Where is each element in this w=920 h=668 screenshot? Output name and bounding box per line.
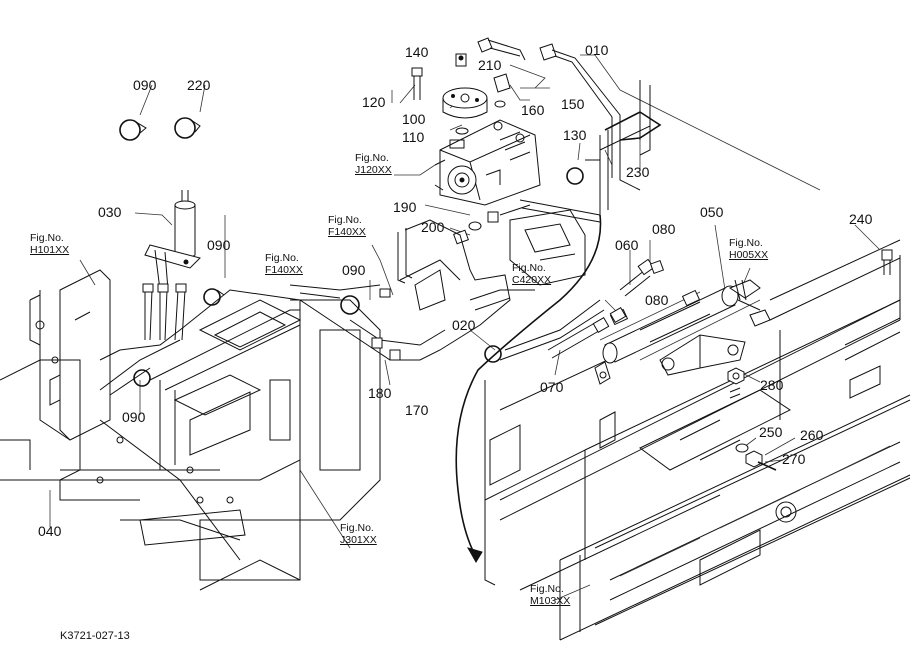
label-030: 030 (98, 204, 122, 220)
label-040: 040 (38, 523, 62, 539)
figref-j301-label: Fig.No. (340, 522, 374, 534)
bracket-c420 (509, 209, 586, 286)
drawing-code: K3721-027-13 (60, 630, 130, 642)
hydraulic-reservoir (144, 190, 201, 291)
label-160: 160 (521, 102, 545, 118)
label-130: 130 (563, 127, 587, 143)
hydraulic-pump (434, 87, 541, 206)
steel-pipe-assembly (519, 80, 662, 223)
label-080-lower: 080 (645, 292, 669, 308)
figref-f140-lower-code: F140XX (265, 264, 303, 276)
label-140: 140 (405, 44, 429, 60)
figref-c420-label: Fig.No. (512, 262, 546, 274)
figref-f140-upper-code: F140XX (328, 226, 366, 238)
figref-h005[interactable]: Fig.No. H005XX (729, 237, 768, 261)
label-180: 180 (368, 385, 392, 401)
leader-lines (49, 54, 881, 601)
label-100: 100 (402, 111, 426, 127)
transmission-housing (0, 299, 381, 591)
label-090-bottom: 090 (122, 409, 146, 425)
figref-h101-code: H101XX (30, 244, 70, 256)
pump-fittings (411, 37, 641, 191)
label-020: 020 (452, 317, 476, 333)
figref-m103-code: M103XX (530, 595, 571, 607)
figref-m103[interactable]: Fig.No. M103XX (530, 583, 570, 607)
figref-j120[interactable]: Fig.No. J120XX (355, 152, 392, 176)
bolt-240 (881, 249, 893, 275)
figref-j301-code: J301XX (340, 534, 377, 546)
label-170: 170 (405, 402, 429, 418)
figref-h101[interactable]: Fig.No. H101XX (30, 232, 69, 256)
label-220: 220 (187, 77, 211, 93)
figref-c420-code: C420XX (512, 274, 552, 286)
return-hose-170 (455, 214, 602, 563)
label-070: 070 (540, 379, 564, 395)
figref-j120-label: Fig.No. (355, 152, 389, 164)
figref-h005-code: H005XX (729, 249, 769, 261)
label-250: 250 (759, 424, 783, 440)
figref-m103-label: Fig.No. (530, 583, 564, 595)
label-080-upper: 080 (652, 221, 676, 237)
hose-fittings-060-070-080 (547, 258, 665, 359)
label-050: 050 (700, 204, 724, 220)
nuts-washers-250-280 (727, 367, 777, 471)
label-270: 270 (782, 451, 806, 467)
label-240: 240 (849, 211, 873, 227)
label-120: 120 (362, 94, 386, 110)
label-260: 260 (800, 427, 824, 443)
label-150: 150 (561, 96, 585, 112)
figref-f140-upper[interactable]: Fig.No. F140XX (328, 214, 366, 238)
figref-f140-lower-label: Fig.No. (265, 252, 299, 264)
steel-lines (99, 219, 605, 396)
knuckle-arm (659, 334, 746, 376)
steering-column-bracket (29, 269, 111, 441)
figref-h101-label: Fig.No. (30, 232, 64, 244)
label-230: 230 (626, 164, 650, 180)
label-280: 280 (760, 377, 784, 393)
tie-rod-end (728, 279, 771, 327)
label-090-top: 090 (133, 77, 157, 93)
label-010: 010 (585, 42, 609, 58)
figref-c420[interactable]: Fig.No. C420XX (512, 262, 551, 286)
figref-h005-label: Fig.No. (729, 237, 763, 249)
label-060: 060 (615, 237, 639, 253)
label-110: 110 (402, 129, 425, 145)
pipe-fittings-190-200 (453, 204, 531, 245)
hose-fittings (142, 283, 187, 341)
label-200: 200 (421, 219, 445, 235)
figref-f140-lower[interactable]: Fig.No. F140XX (265, 252, 303, 276)
label-190: 190 (393, 199, 417, 215)
hose-clamps (119, 117, 584, 387)
label-090-mid: 090 (207, 237, 231, 253)
figref-j120-code: J120XX (355, 164, 392, 176)
label-210: 210 (478, 57, 502, 73)
label-090-right: 090 (342, 262, 366, 278)
figref-j301[interactable]: Fig.No. J301XX (340, 522, 377, 546)
figref-f140-upper-label: Fig.No. (328, 214, 362, 226)
